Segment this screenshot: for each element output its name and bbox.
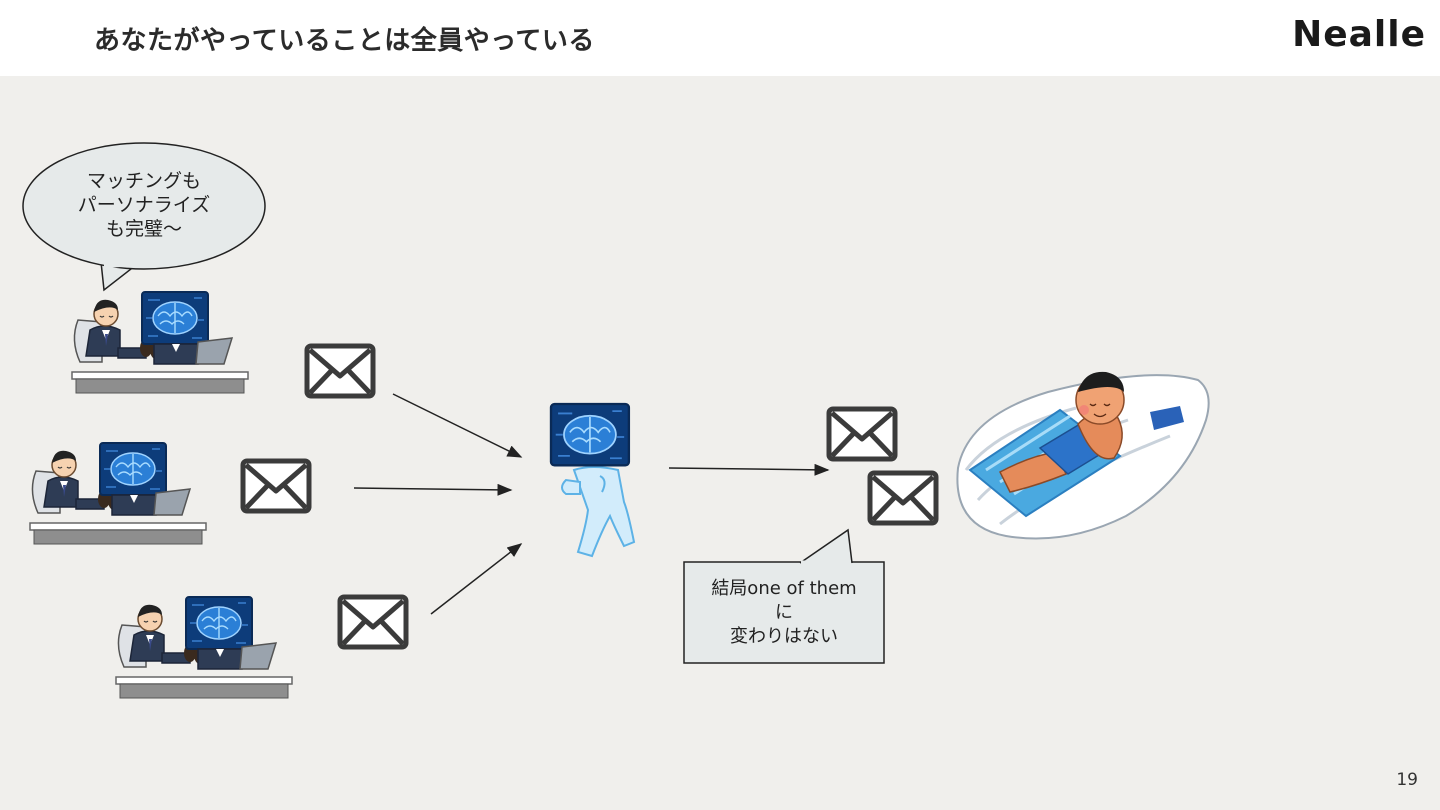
- envelope-icon: [340, 597, 406, 647]
- envelope-icon: [870, 473, 936, 523]
- ai-brain-worker-at-desk-icon: [72, 292, 248, 393]
- speech-bubble: [22, 142, 266, 292]
- page-title: あなたがやっていることは全員やっている: [94, 26, 595, 56]
- ai-brain-worker-at-desk-icon: [116, 597, 292, 698]
- envelope-icon: [243, 461, 309, 511]
- walking-ai-brain-robot-icon: [549, 402, 636, 558]
- arrow: [392, 393, 523, 458]
- note-callout: [683, 528, 885, 664]
- envelope-icon: [307, 346, 373, 396]
- ai-brain-worker-at-desk-icon: [30, 443, 206, 544]
- arrow: [353, 483, 513, 496]
- speech-bubble-text: マッチングも パーソナライズ も完璧〜: [77, 170, 211, 240]
- note-text: 結局one of them に 変わりはない: [711, 578, 857, 647]
- arrow: [668, 463, 830, 476]
- header-bar: あなたがやっていることは全員やっている Nealle: [0, 0, 1440, 76]
- page-number: 19: [1396, 770, 1418, 790]
- arrow: [430, 543, 523, 615]
- person-relaxing-on-boat-icon: [956, 371, 1210, 540]
- envelope-icon: [829, 409, 895, 459]
- company-logo: Nealle: [1292, 14, 1426, 55]
